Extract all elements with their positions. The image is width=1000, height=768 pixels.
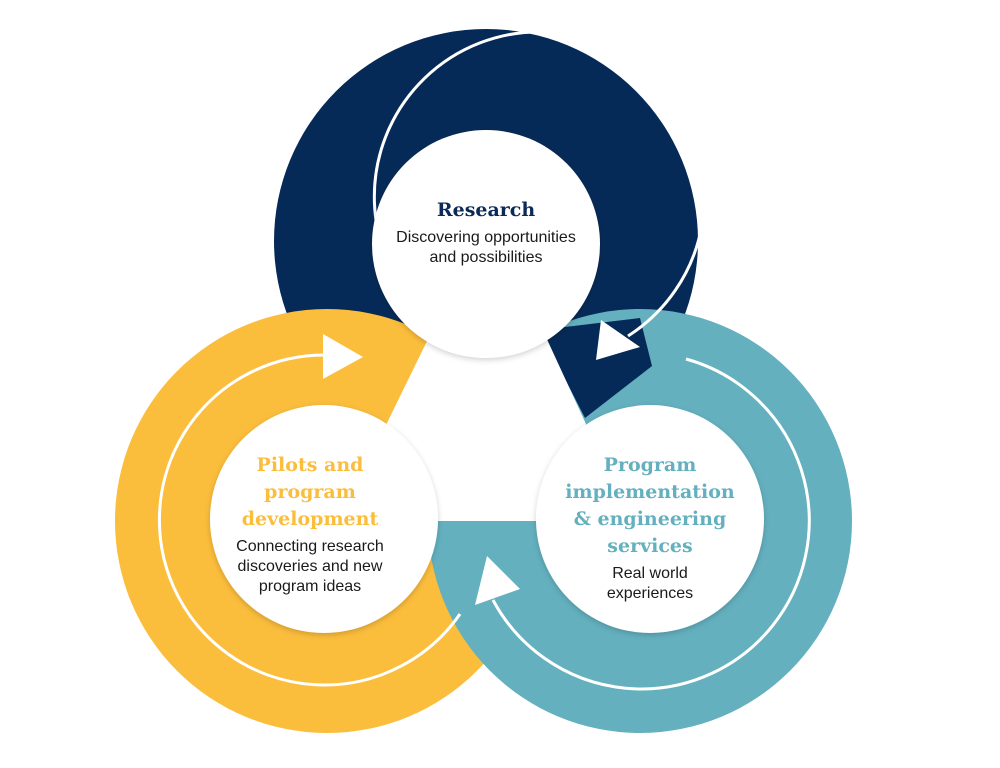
pilots-description-line: Connecting research [236,538,384,555]
research-node: Research Discovering opportunities and p… [356,197,616,268]
program-title-line: Program [603,454,697,476]
pilots-title-line: development [241,508,379,530]
program-arrow-icon [475,556,520,605]
pilots-title-line: program [264,481,356,503]
pilots-title-line: Pilots and [256,454,364,476]
pilots-arrow-icon [323,334,363,379]
pilots-title: Pilots and program development [210,452,410,533]
pilots-description: Connecting research discoveries and new … [210,537,410,597]
program-node: Program implementation & engineering ser… [540,452,760,604]
program-title: Program implementation & engineering ser… [540,452,760,560]
center-triangle [385,335,586,521]
program-title-line: implementation [565,481,735,503]
pilots-description-line: program ideas [258,578,362,595]
pilots-description-line: discoveries and new [237,558,383,575]
program-title-line: services [607,535,693,557]
program-description: Real world experiences [540,564,760,604]
research-description: Discovering opportunities and possibilit… [356,228,616,268]
research-arrow-icon [596,320,640,360]
program-title-line: & engineering [573,508,727,530]
program-description-line: Real world [612,565,688,582]
pilots-node: Pilots and program development Connectin… [210,452,410,597]
research-orbit-line [372,30,706,338]
program-orbit-line [491,357,811,691]
research-title: Research [436,199,536,221]
program-inner-circle [536,405,764,633]
research-description-line: Discovering opportunities [396,229,576,246]
pilots-orbit-line [157,353,462,687]
research-description-line: and possibilities [429,249,543,266]
program-description-line: experiences [606,585,694,602]
research-inner-circle [372,130,600,358]
pilots-inner-circle [210,405,438,633]
